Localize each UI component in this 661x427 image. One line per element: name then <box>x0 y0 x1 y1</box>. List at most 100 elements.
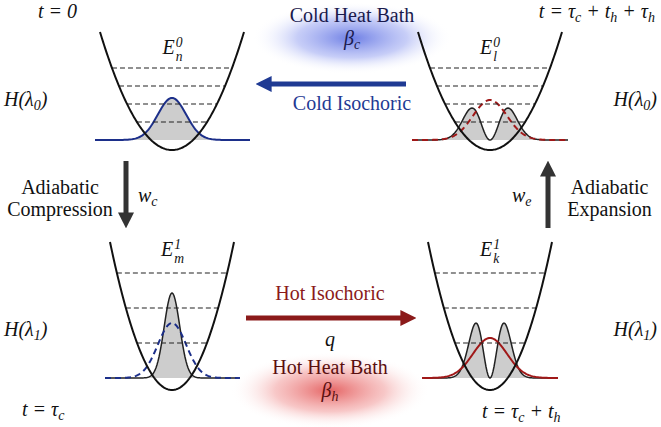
subscript: h <box>648 10 655 25</box>
time-label: t = τc + th <box>482 400 561 426</box>
superscript: 1 <box>493 238 500 252</box>
text-part: E <box>162 36 174 58</box>
glow <box>230 352 430 427</box>
process-arrow <box>546 175 551 228</box>
potential-well: Ek1 <box>422 234 558 400</box>
glow <box>252 2 452 74</box>
energy-level-label: En0 <box>162 36 182 63</box>
index-stack: m1 <box>174 238 184 265</box>
index-stack: n0 <box>176 36 183 63</box>
text-part: β <box>344 27 354 49</box>
text-part: + t <box>581 0 610 22</box>
heat-label: q <box>325 328 335 351</box>
energy-level-label: Ek1 <box>480 238 500 265</box>
hamiltonian-label: H(λ1) <box>4 318 47 344</box>
wavefunction-curve <box>105 323 240 378</box>
text-part: t = τ <box>22 398 58 420</box>
probability-fill <box>422 323 558 378</box>
index-stack: l0 <box>493 36 500 63</box>
energy-level <box>137 342 207 343</box>
bath-temperature: βh <box>322 379 339 405</box>
process-arrow <box>270 82 406 87</box>
text-part: ) <box>650 318 657 340</box>
text-part: H(λ <box>4 88 34 110</box>
wavefunction-curve <box>422 338 558 378</box>
text-part: Cold Heat Bath <box>290 4 414 26</box>
text-part: Hot Heat Bath <box>272 356 388 378</box>
time-label: t = τc + th + τh <box>539 0 655 26</box>
time-label: t = τc <box>22 398 64 424</box>
potential-curve <box>100 32 244 150</box>
text-part: w <box>138 184 151 206</box>
wavefunction-curve <box>412 108 568 140</box>
process-label: Adiabatic Compression <box>2 176 118 220</box>
index-stack: k1 <box>493 238 500 265</box>
energy-level <box>112 67 232 68</box>
subscript: e <box>525 194 531 209</box>
subscript: l <box>493 50 500 64</box>
text-part: β <box>322 379 332 401</box>
energy-level <box>455 342 525 343</box>
bath-temperature: βc <box>344 27 360 53</box>
energy-level <box>455 121 525 122</box>
cold-bath: Cold Heat Bathβc <box>252 0 452 72</box>
subscript: h <box>554 410 561 425</box>
subscript: 1 <box>643 328 650 343</box>
hot-bath: Hot Heat Bathβh <box>230 350 430 427</box>
text-part: + τ <box>617 0 648 22</box>
text-part: t = τ <box>539 0 575 22</box>
bath-name: Cold Heat Bath <box>290 4 414 27</box>
text-part: H(λ <box>614 88 644 110</box>
subscript: m <box>174 252 184 266</box>
wavefunction-curve <box>422 323 558 378</box>
process-label: Cold Isochoric <box>293 92 411 114</box>
subscript: n <box>176 50 183 64</box>
hamiltonian-label: H(λ0) <box>614 88 657 114</box>
text-part: ) <box>41 318 48 340</box>
work-label: wc <box>138 184 158 210</box>
bath-name: Hot Heat Bath <box>272 356 388 379</box>
subscript: h <box>610 10 617 25</box>
energy-level <box>444 307 536 308</box>
energy-level <box>117 272 227 273</box>
wavefunction-curve <box>412 100 568 140</box>
hamiltonian-label: H(λ0) <box>4 88 47 114</box>
text-part: t = 0 <box>38 0 77 22</box>
text-part: E <box>161 238 173 260</box>
subscript: c <box>354 37 360 52</box>
superscript: 0 <box>176 36 183 50</box>
wavefunction-curve <box>95 98 250 140</box>
subscript: c <box>575 10 581 25</box>
superscript: 1 <box>174 238 184 252</box>
subscript: c <box>58 408 64 423</box>
text-part: ) <box>41 88 48 110</box>
subscript: k <box>493 252 500 266</box>
time-label: t = 0 <box>38 0 77 23</box>
text-part: ) <box>650 88 657 110</box>
potential-curve <box>418 32 562 150</box>
energy-level <box>435 272 545 273</box>
text-part: t = τ <box>482 400 518 422</box>
subscript: c <box>518 410 524 425</box>
energy-level-label: Em1 <box>161 238 184 265</box>
process-arrow <box>246 316 402 321</box>
subscript: 0 <box>643 98 650 113</box>
energy-level <box>137 121 207 122</box>
subscript: c <box>151 194 157 209</box>
superscript: 0 <box>493 36 500 50</box>
process-label: Hot Isochoric <box>275 282 384 304</box>
potential-well: El0 <box>412 30 568 155</box>
energy-level <box>126 307 218 308</box>
energy-level <box>445 103 535 104</box>
potential-well: Em1 <box>105 234 240 400</box>
subscript: h <box>331 389 338 404</box>
energy-level <box>127 103 217 104</box>
text-part: q <box>325 328 335 350</box>
text-part: + t <box>524 400 553 422</box>
text-part: H(λ <box>614 318 644 340</box>
energy-level <box>430 67 550 68</box>
subscript: 0 <box>34 98 41 113</box>
text-part: E <box>480 238 492 260</box>
probability-fill <box>95 98 250 140</box>
